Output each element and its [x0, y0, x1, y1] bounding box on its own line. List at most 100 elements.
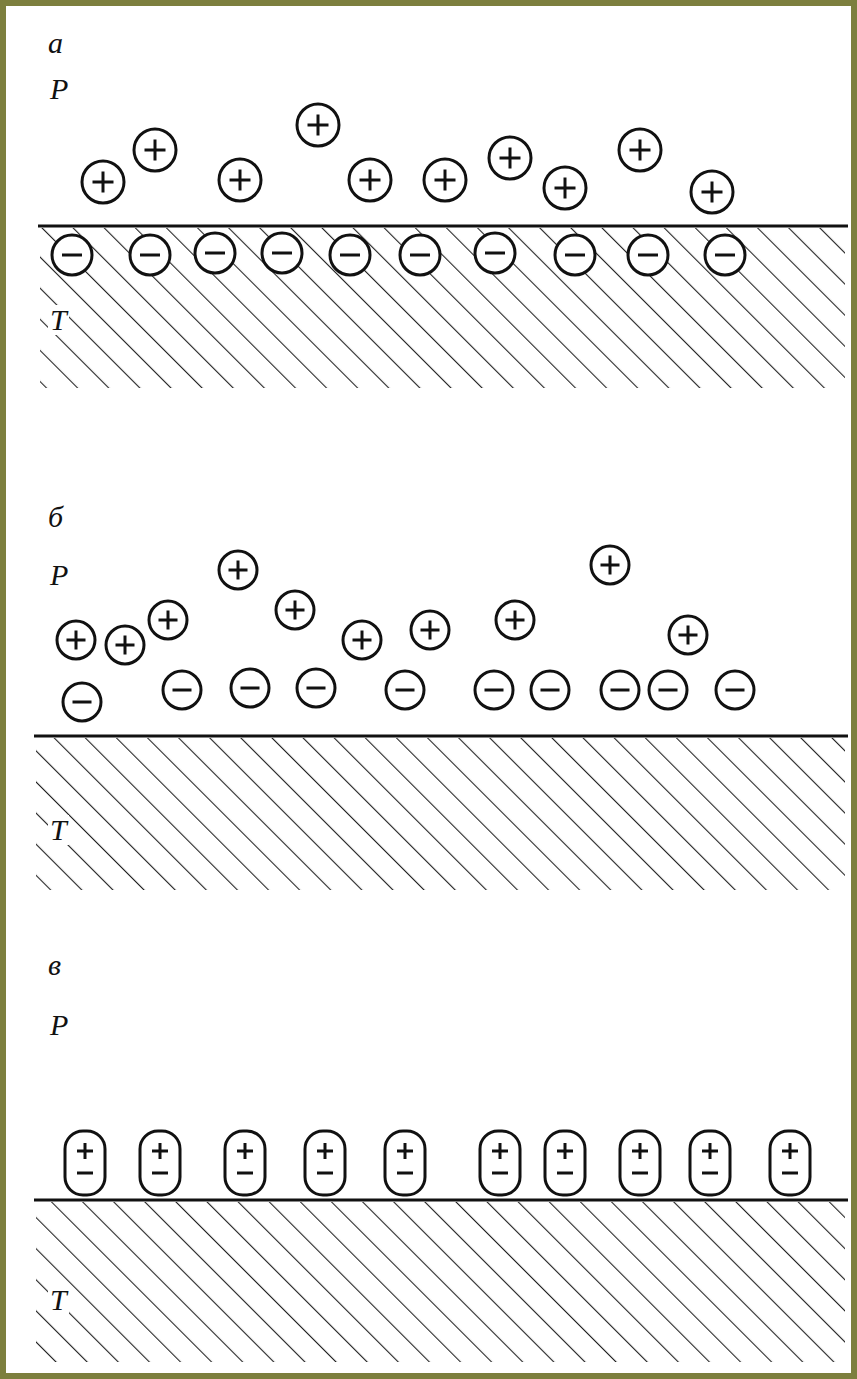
sign-bar: [317, 1172, 333, 1175]
ion-circle: [619, 129, 661, 171]
sign-bar: [73, 701, 92, 704]
sign-bar: [324, 1143, 327, 1159]
sign-bar: [565, 254, 585, 257]
dipole-outline: [140, 1131, 180, 1195]
sign-bar: [75, 631, 78, 650]
sign-bar: [361, 631, 364, 650]
sign-bar: [410, 254, 430, 257]
interface-line: [34, 1199, 848, 1202]
ion-circle: [544, 167, 586, 209]
ion-circle: [276, 591, 314, 629]
ion-circle: [475, 233, 515, 273]
ion-circle: [57, 621, 95, 659]
sign-bar: [173, 689, 192, 692]
cation-symbol: [276, 591, 314, 629]
dipole-symbol: [225, 1131, 265, 1195]
phase-label: Т: [48, 815, 69, 845]
dipole-outline: [480, 1131, 520, 1195]
dipole-outline: [385, 1131, 425, 1195]
sign-bar: [239, 170, 242, 191]
anion-symbol: [262, 233, 302, 273]
sign-bar: [84, 1143, 87, 1159]
phase-label: Р: [48, 74, 70, 104]
cation-symbol: [57, 621, 95, 659]
dipole-outline: [770, 1131, 810, 1195]
sign-bar: [492, 1172, 508, 1175]
anion-symbol: [531, 671, 569, 709]
sign-bar: [124, 636, 127, 655]
sign-bar: [152, 1172, 168, 1175]
cation-symbol: [219, 551, 257, 589]
sign-bar: [564, 178, 567, 199]
ion-circle: [628, 235, 668, 275]
sign-bar: [272, 252, 292, 255]
dipole-symbol: [305, 1131, 345, 1195]
ion-circle: [555, 235, 595, 275]
ion-circle: [601, 671, 639, 709]
ion-circle: [411, 611, 449, 649]
dipole-symbol: [545, 1131, 585, 1195]
anion-symbol: [330, 235, 370, 275]
sign-bar: [709, 1143, 712, 1159]
sign-bar: [307, 687, 326, 690]
phase-label: Р: [48, 560, 70, 590]
ion-circle: [691, 171, 733, 213]
ion-circle: [134, 129, 176, 171]
panel-letter: в: [48, 950, 61, 980]
sign-bar: [639, 1143, 642, 1159]
sign-bar: [782, 1172, 798, 1175]
cation-symbol: [134, 129, 176, 171]
sign-bar: [609, 556, 612, 575]
sign-bar: [639, 140, 642, 161]
sign-bar: [369, 170, 372, 191]
cation-symbol: [349, 159, 391, 201]
sign-bar: [340, 254, 360, 257]
sign-bar: [237, 561, 240, 580]
sign-bar: [632, 1172, 648, 1175]
ion-circle: [130, 235, 170, 275]
anion-symbol: [231, 669, 269, 707]
cation-symbol: [297, 104, 339, 146]
dipole-outline: [690, 1131, 730, 1195]
anion-symbol: [386, 671, 424, 709]
phase-label: Т: [48, 305, 69, 335]
ion-circle: [349, 159, 391, 201]
anion-symbol: [195, 233, 235, 273]
cation-symbol: [82, 161, 124, 203]
ion-circle: [489, 137, 531, 179]
sign-bar: [638, 254, 658, 257]
anion-symbol: [297, 669, 335, 707]
sign-bar: [294, 601, 297, 620]
dipole-symbol: [480, 1131, 520, 1195]
dipole-symbol: [140, 1131, 180, 1195]
ion-circle: [330, 235, 370, 275]
ion-circle: [591, 546, 629, 584]
cation-symbol: [424, 159, 466, 201]
sign-bar: [159, 1143, 162, 1159]
ion-circle: [106, 626, 144, 664]
solid-phase-hatch: [36, 1202, 845, 1362]
cation-symbol: [219, 159, 261, 201]
ion-circle: [219, 551, 257, 589]
sign-bar: [77, 1172, 93, 1175]
sign-bar: [62, 254, 82, 257]
ion-circle: [149, 601, 187, 639]
anion-symbol: [601, 671, 639, 709]
sign-bar: [711, 182, 714, 203]
anion-symbol: [163, 671, 201, 709]
ion-circle: [63, 683, 101, 721]
sign-bar: [444, 170, 447, 191]
ion-circle: [231, 669, 269, 707]
ion-circle: [649, 671, 687, 709]
sign-bar: [102, 172, 105, 193]
ion-circle: [52, 235, 92, 275]
solid-phase-hatch: [40, 228, 845, 388]
anion-symbol: [475, 233, 515, 273]
anion-symbol: [628, 235, 668, 275]
cation-symbol: [343, 621, 381, 659]
ion-circle: [297, 104, 339, 146]
anion-symbol: [705, 235, 745, 275]
phase-label: Р: [48, 1010, 70, 1040]
cation-symbol: [669, 616, 707, 654]
